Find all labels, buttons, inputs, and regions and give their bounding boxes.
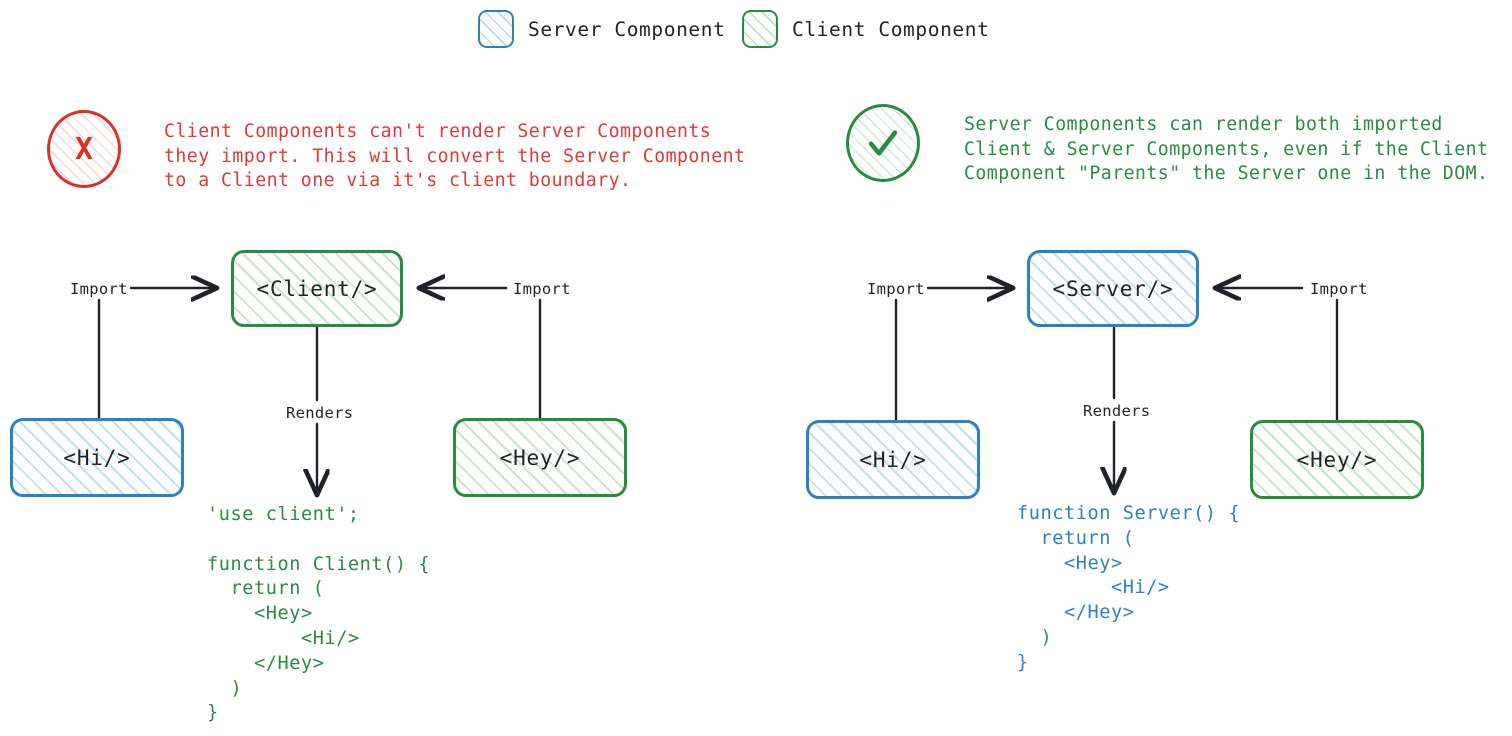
left-code-block: 'use client'; function Client() { return… xyxy=(207,504,431,724)
legend-label-server: Server Component xyxy=(528,17,726,41)
legend-label-client: Client Component xyxy=(792,17,990,41)
legend-item-server-component: Server Component xyxy=(478,10,725,48)
node-hi-server-left[interactable]: <Hi/> xyxy=(10,418,184,497)
edge-label-renders-right: Renders xyxy=(1081,402,1153,420)
x-mark-glyph: X xyxy=(74,131,94,167)
legend-item-client-component: Client Component xyxy=(742,10,989,48)
node-label: <Client/> xyxy=(256,276,378,301)
legend: Server Component Client Component xyxy=(0,0,1512,58)
edge-label-import-right-1: Import xyxy=(865,280,927,298)
node-label: <Hey/> xyxy=(1296,447,1378,472)
node-label: <Server/> xyxy=(1052,276,1174,301)
node-hi-server-right[interactable]: <Hi/> xyxy=(806,420,980,499)
node-client-root[interactable]: <Client/> xyxy=(231,250,403,327)
edge-label-renders-left: Renders xyxy=(284,404,356,422)
node-hey-client-left[interactable]: <Hey/> xyxy=(453,418,627,497)
error-badge-x-icon: X xyxy=(47,110,121,188)
right-code-block: function Server() { return ( <Hey> <Hi/>… xyxy=(1017,503,1241,673)
client-component-swatch-icon xyxy=(742,10,778,48)
check-mark-glyph-icon xyxy=(868,130,898,156)
node-label: <Hey/> xyxy=(499,445,581,470)
left-callout-text: Client Components can't render Server Co… xyxy=(164,121,746,192)
node-hey-client-right[interactable]: <Hey/> xyxy=(1250,420,1424,499)
server-component-swatch-icon xyxy=(478,10,514,48)
success-badge-check-icon xyxy=(846,104,920,182)
node-label: <Hi/> xyxy=(63,445,131,470)
edge-label-import-left-2: Import xyxy=(511,280,573,298)
edge-label-import-left-1: Import xyxy=(68,280,130,298)
node-label: <Hi/> xyxy=(859,447,927,472)
edge-label-import-right-2: Import xyxy=(1308,280,1370,298)
node-server-root[interactable]: <Server/> xyxy=(1027,250,1199,327)
right-callout-text: Server Components can render both import… xyxy=(964,114,1489,185)
